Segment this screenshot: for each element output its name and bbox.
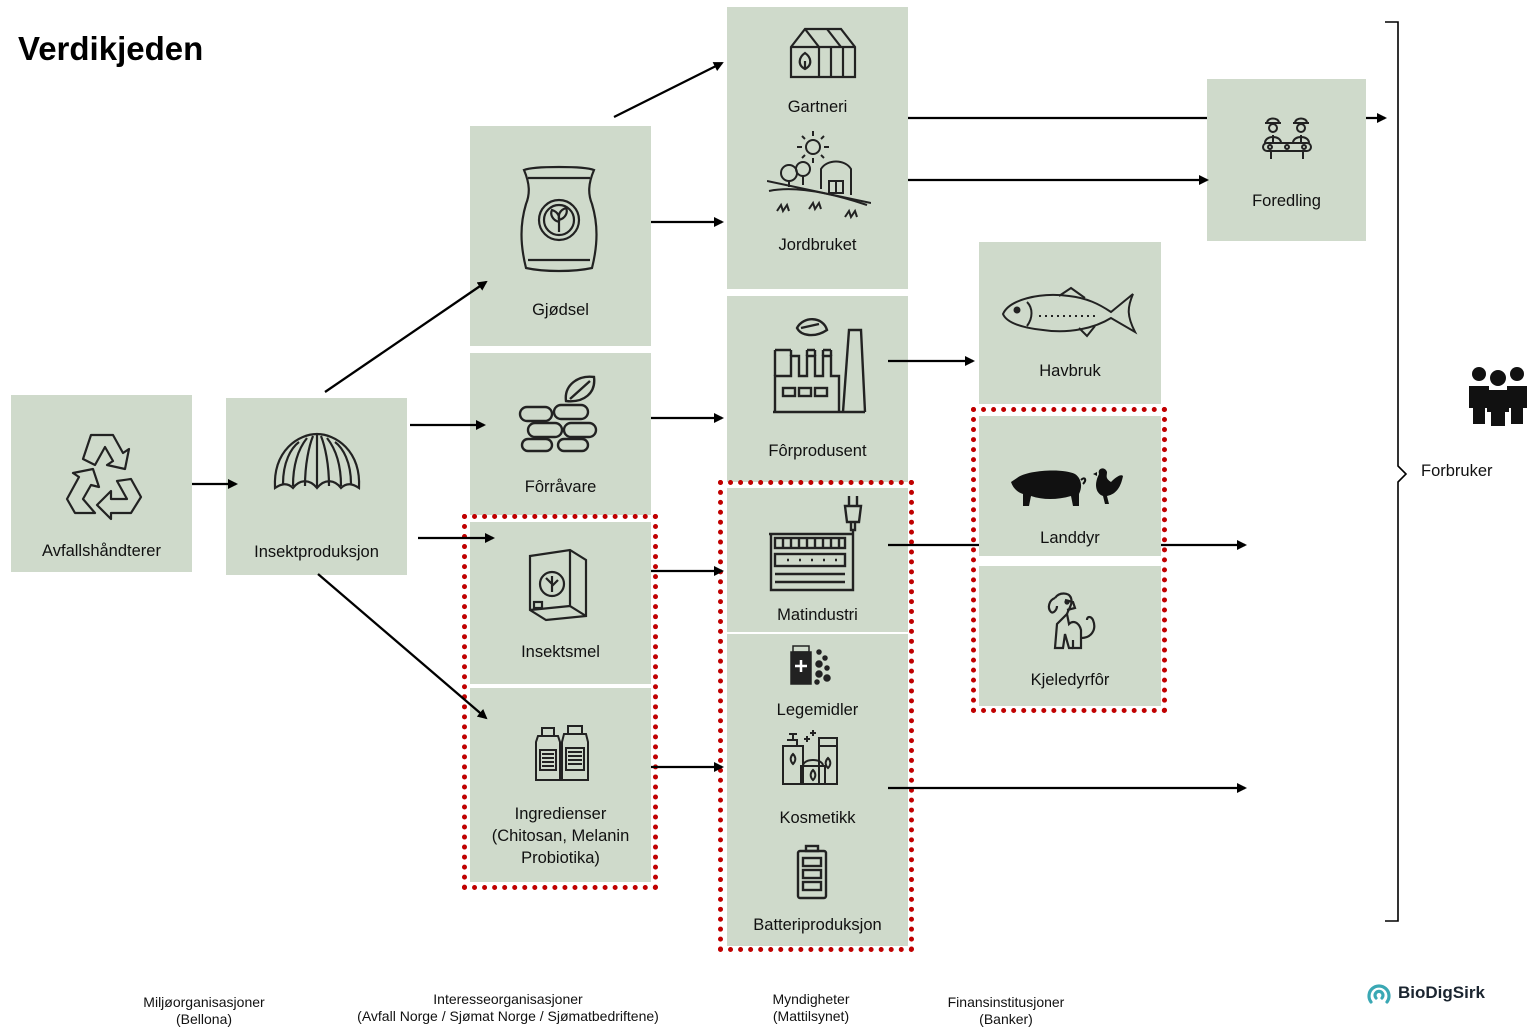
stakeholder-interesse-name: Interesseorganisasjoner (433, 991, 583, 1007)
label-kosmetikk: Kosmetikk (779, 809, 856, 827)
node-insektsmel: Insektsmel (470, 522, 651, 684)
fish-icon (1001, 286, 1138, 338)
label-gartneri: Gartneri (787, 98, 848, 116)
stakeholder-interesse-detail: (Avfall Norge / Sjømat Norge / Sjømatbed… (357, 1008, 659, 1024)
logo-icon (1367, 984, 1391, 1004)
feed-pellets-icon (518, 375, 598, 453)
label-forravare: Fôrråvare (524, 478, 597, 496)
node-forravare: Fôrråvare (470, 353, 651, 515)
label-kjeledyrfor: Kjeledyrfôr (1030, 671, 1110, 689)
stakeholder-interesse: Interesseorganisasjoner (Avfall Norge / … (322, 991, 694, 1025)
label-havbruk: Havbruk (1039, 362, 1101, 380)
node-avfallshandterer: Avfallshåndterer (11, 395, 192, 572)
ingredient-bottles-icon (535, 725, 589, 781)
stakeholder-miljo-detail: (Bellona) (175, 1011, 233, 1027)
processing-workers-icon (1262, 117, 1312, 159)
consumer-bracket (1385, 21, 1408, 922)
label-gjodsel: Gjødsel (532, 301, 589, 319)
stakeholder-finans-detail: (Banker) (979, 1011, 1033, 1027)
insect-larva-icon (273, 432, 361, 490)
label-batteriproduksjon: Batteriproduksjon (753, 916, 882, 934)
stakeholder-myndigheter-name: Myndigheter (772, 991, 850, 1007)
label-forprodusent: Fôrprodusent (768, 442, 867, 460)
node-gjodsel: Gjødsel (470, 126, 651, 346)
arrow-gjodsel-gartneri (613, 61, 724, 119)
label-avfallshandterer: Avfallshåndterer (42, 542, 161, 560)
node-legemidler-kosmetikk-batteri: Legemidler Kosmetikk Batteriproduksjon (727, 634, 908, 946)
node-insektproduksjon: Insektproduksjon (226, 398, 407, 575)
stakeholder-finans-name: Finansinstitusjoner (947, 994, 1065, 1010)
arrow-insekt-gjodsel (324, 280, 488, 393)
label-landdyr: Landdyr (1040, 529, 1100, 547)
recycle-icon (65, 433, 143, 521)
label-foredling: Foredling (1252, 192, 1321, 210)
node-landdyr: Landdyr (979, 416, 1161, 556)
label-jordbruket: Jordbruket (778, 236, 857, 254)
diagram-title: Verdikjeden (18, 30, 204, 67)
highlight-insect-products (462, 514, 658, 890)
label-ingredienser-2: (Chitosan, Melanin (491, 827, 630, 845)
stakeholder-myndigheter: Myndigheter (Mattilsynet) (721, 991, 901, 1025)
consumer-label: Forbruker (1421, 462, 1493, 480)
stakeholder-myndigheter-detail: (Mattilsynet) (772, 1008, 850, 1024)
biodigsirk-logo: BioDigSirk (1366, 980, 1485, 1006)
highlight-industries (718, 480, 914, 952)
food-factory-icon (769, 496, 863, 592)
highlight-animal-feed (971, 407, 1167, 713)
fertilizer-bag-icon (520, 165, 598, 273)
medicine-icon (790, 645, 831, 685)
stakeholder-miljo: Miljøorganisasjoner (Bellona) (104, 994, 304, 1028)
pig-chicken-icon (1011, 468, 1123, 506)
cosmetics-icon (782, 730, 838, 785)
label-insektsmel: Insektsmel (521, 643, 600, 661)
node-ingredienser: Ingredienser (Chitosan, Melanin Probioti… (470, 688, 651, 882)
node-matindustri: Matindustri (727, 488, 908, 632)
label-matindustri: Matindustri (777, 606, 858, 624)
label-ingredienser-3: Probiotika) (521, 849, 600, 867)
node-forprodusent: Fôrprodusent (727, 296, 908, 482)
label-ingredienser-1: Ingredienser (514, 805, 607, 823)
stakeholder-miljo-name: Miljøorganisasjoner (143, 994, 265, 1010)
arrow-insekt-ingredienser (317, 573, 488, 720)
node-foredling: Foredling (1207, 79, 1366, 241)
node-kjeledyrfor: Kjeledyrfôr (979, 566, 1161, 706)
dog-icon (1047, 592, 1096, 650)
battery-icon (796, 844, 828, 900)
node-havbruk: Havbruk (979, 242, 1161, 404)
label-insektproduksjon: Insektproduksjon (254, 543, 379, 561)
farm-icon (767, 131, 871, 220)
factory-icon (773, 318, 867, 414)
logo-text: BioDigSirk (1398, 983, 1485, 1002)
people-icon (1469, 367, 1527, 426)
node-gartneri-jordbruket: Gartneri Jordbruket (727, 7, 908, 289)
greenhouse-icon (789, 27, 857, 79)
label-legemidler: Legemidler (776, 701, 859, 719)
stakeholder-finans: Finansinstitusjoner (Banker) (908, 994, 1104, 1028)
meal-bag-icon (528, 548, 588, 622)
